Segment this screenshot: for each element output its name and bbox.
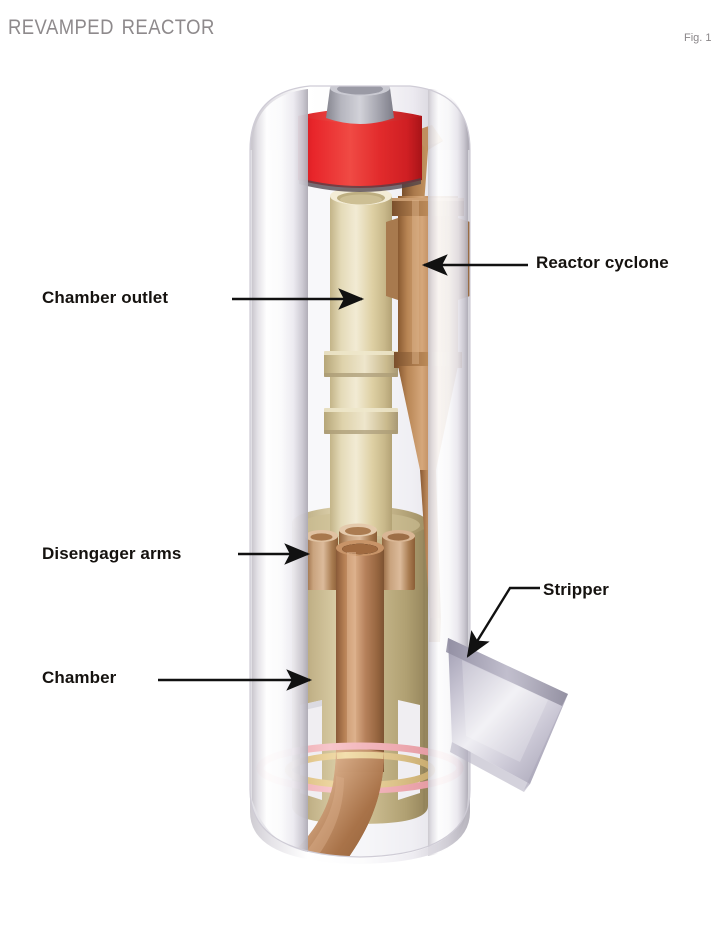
label-chamber: Chamber	[42, 668, 117, 687]
outlet-collar-lower	[324, 408, 398, 434]
leader-lines	[158, 254, 540, 691]
riser-front-overlay	[282, 748, 384, 857]
label-disengager-arms: Disengager arms	[42, 544, 182, 563]
label-reactor-cyclone: Reactor cyclone	[536, 253, 669, 272]
label-chamber-outlet: Chamber outlet	[42, 288, 169, 307]
chamber-outlet	[324, 187, 398, 536]
leader-stripper	[466, 586, 540, 658]
figure-number: Fig. 1	[684, 32, 712, 44]
label-stripper: Stripper	[543, 580, 609, 599]
outlet-collar-upper	[324, 351, 398, 377]
page-title: Revamped reactor	[8, 8, 215, 41]
